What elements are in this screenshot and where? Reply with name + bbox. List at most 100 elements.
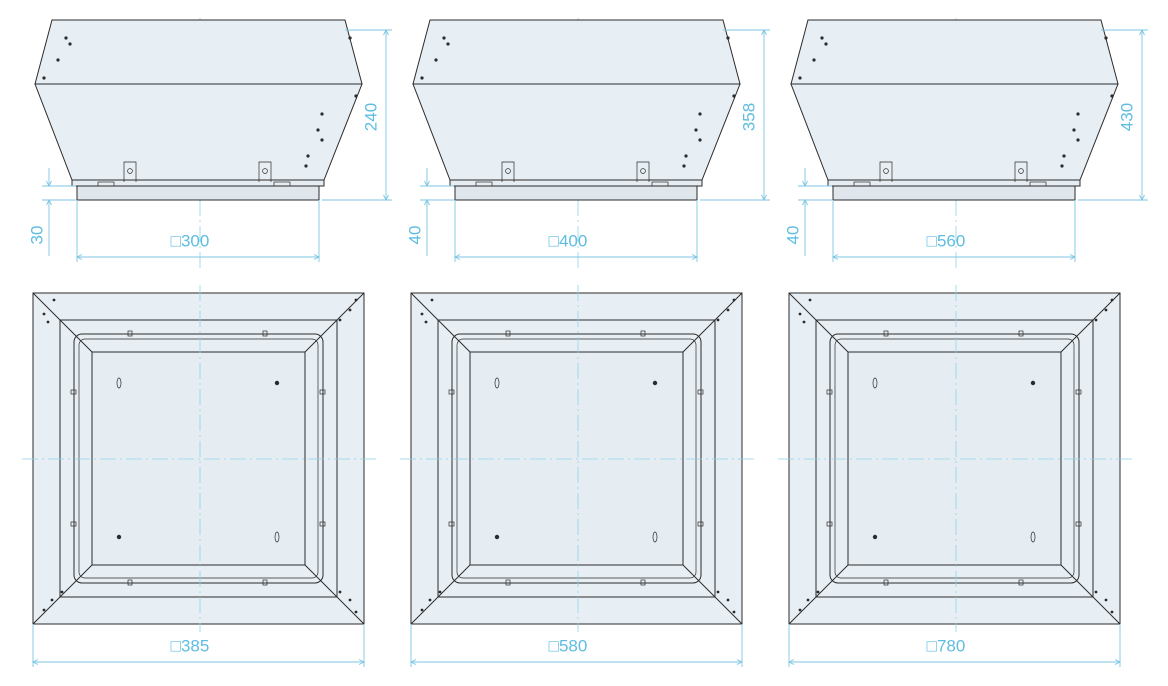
- frame-square: [59, 319, 338, 598]
- rivet: [820, 36, 824, 40]
- frame-rivet: [424, 320, 428, 324]
- rivet: [442, 36, 446, 40]
- dimension-arrowhead: [1139, 194, 1145, 202]
- frame-rivet: [354, 610, 358, 614]
- duct-ring: [829, 333, 1080, 584]
- hood-body: [412, 83, 741, 181]
- corner-edge: [788, 564, 849, 625]
- frame-rivet: [46, 320, 50, 324]
- rivet: [1104, 36, 1108, 40]
- duct-ring-inner: [834, 338, 1075, 579]
- frame-rivet: [808, 298, 812, 302]
- frame-rivet: [420, 312, 424, 316]
- frame-rivet: [430, 298, 434, 302]
- ring-tab: [1018, 330, 1024, 337]
- dimension-arrowhead: [1069, 254, 1077, 260]
- height-label: 240: [361, 103, 380, 131]
- height-label: 430: [1117, 103, 1136, 131]
- slot-hole: [494, 377, 500, 389]
- frame-rivet: [1094, 318, 1098, 322]
- mount-bracket: [501, 161, 515, 182]
- ring-tab: [127, 330, 133, 337]
- dimension-arrowhead: [761, 194, 767, 202]
- rivet: [1062, 154, 1066, 158]
- frame-rivet: [726, 598, 730, 602]
- bolt-hole: [872, 534, 878, 540]
- dimension-arrowhead: [831, 254, 839, 260]
- dimension-arrowhead: [313, 254, 321, 260]
- corner-edge: [304, 564, 365, 625]
- frame-rivet: [1104, 598, 1108, 602]
- hardware-clip: [97, 181, 115, 187]
- bracket-hole: [883, 168, 889, 174]
- rivet: [798, 76, 802, 80]
- width-label: □580: [549, 636, 588, 655]
- hood-top: [412, 19, 741, 85]
- duct-ring: [73, 333, 324, 584]
- rivet: [698, 138, 702, 142]
- ring-tab: [1018, 579, 1024, 586]
- rivet: [824, 42, 828, 46]
- ring-tab: [70, 389, 77, 395]
- ring-tab: [697, 389, 704, 395]
- rivet: [1060, 164, 1064, 168]
- frame-rivet: [1104, 308, 1108, 312]
- rivet: [316, 128, 320, 132]
- top-view-1: □385: [22, 285, 376, 667]
- dimension-arrowhead: [383, 194, 389, 202]
- inner-panel: [847, 351, 1062, 566]
- ring-tab: [826, 521, 833, 527]
- frame-rivet: [52, 298, 56, 302]
- frame-rivet: [438, 590, 442, 594]
- frame-rivet: [716, 590, 720, 594]
- rivet: [812, 58, 816, 62]
- duct-ring: [451, 333, 702, 584]
- hardware-clip: [273, 181, 291, 187]
- ring-tab: [640, 579, 646, 586]
- mount-bracket: [123, 161, 137, 182]
- bracket-hole: [262, 168, 268, 174]
- frame-rivet: [798, 608, 802, 612]
- rivet: [694, 128, 698, 132]
- hood-top: [34, 19, 363, 85]
- dimension-arrowhead: [409, 659, 417, 665]
- bracket-hole: [505, 168, 511, 174]
- dimension-arrowhead: [358, 659, 366, 665]
- bolt-hole: [116, 534, 122, 540]
- dimension-arrowhead: [424, 180, 430, 188]
- bracket-hole: [640, 168, 646, 174]
- frame-rivet: [338, 590, 342, 594]
- hood-top: [790, 19, 1119, 85]
- inner-panel: [91, 351, 306, 566]
- dimension-arrowhead: [1139, 28, 1145, 36]
- dimension-arrowhead: [802, 198, 808, 206]
- hood-body: [790, 83, 1119, 181]
- frame-rivet: [348, 308, 352, 312]
- frame-rivet: [816, 590, 820, 594]
- dimension-arrowhead: [31, 659, 39, 665]
- corner-edge: [410, 292, 471, 353]
- mount-bracket: [636, 161, 650, 182]
- rivet: [1076, 138, 1080, 142]
- bolt-hole: [652, 380, 658, 386]
- rivet: [732, 94, 736, 98]
- mount-bracket: [1014, 161, 1028, 182]
- frame-rivet: [1110, 298, 1114, 302]
- frame-rivet: [42, 312, 46, 316]
- width-label: □400: [549, 231, 588, 250]
- bracket-hole: [127, 168, 133, 174]
- dimension-arrowhead: [453, 254, 461, 260]
- rivet: [42, 76, 46, 80]
- rivet: [304, 164, 308, 168]
- dimension-arrowhead: [787, 659, 795, 665]
- duct-ring-inner: [78, 338, 319, 579]
- frame-rivet: [428, 598, 432, 602]
- bolt-hole: [494, 534, 500, 540]
- slot-hole: [1030, 531, 1036, 543]
- corner-edge: [682, 292, 743, 353]
- rivet: [682, 164, 686, 168]
- ring-tab: [883, 330, 889, 337]
- corner-edge: [1060, 292, 1121, 353]
